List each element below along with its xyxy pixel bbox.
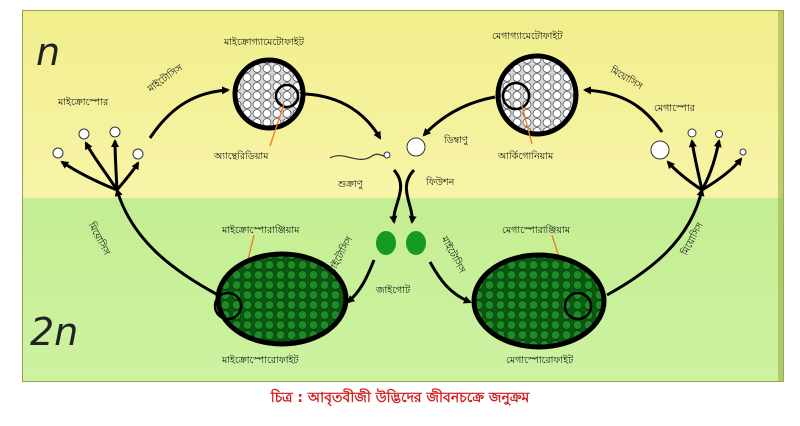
sperm-label: শুক্রাণু (338, 179, 363, 190)
microgametophyte-cell (232, 57, 306, 131)
microsporophyte-ellipse (213, 251, 349, 347)
fusion-label: ফিউশন (426, 177, 455, 188)
antheridium-label: অ্যান্থেরিডিয়াম (214, 151, 269, 162)
megagametophyte-label: মেগাগ্যামেটোফাইট (492, 31, 563, 42)
megaspore-label: মেগাস্পোর (654, 103, 695, 114)
zygote-label: জাইগোট (376, 285, 411, 296)
figure-caption: চিত্র : আবৃতবীজী উদ্ভিদের জীবনচক্রে জনুক… (270, 390, 530, 406)
ovum-cell (406, 137, 426, 157)
archegonium-label: আর্কিগোনিয়াম (498, 151, 554, 162)
haploid-region (22, 10, 784, 198)
microsporophyte-label: মাইক্রোস্পোরোফাইট (222, 355, 299, 366)
megaspores (650, 128, 747, 160)
ovum-label: ডিম্বাণু (444, 135, 468, 146)
haploid-label: n (36, 30, 61, 74)
microgametophyte-label: মাইক্রোগ্যামেটোফাইট (224, 37, 304, 48)
megasporangium-label: মেগাস্পোরাঞ্জিয়াম (502, 225, 571, 236)
microsporangium-label: মাইক্রোস্পোরাঞ্জিয়াম (222, 225, 300, 236)
life-cycle-diagram: n 2n মাইক্রোস্পোর মাইক্রোগ্যামেটোফাইট অ্… (22, 10, 784, 382)
diploid-label: 2n (30, 310, 79, 354)
sperm-cell (329, 151, 391, 161)
diploid-region (22, 198, 784, 382)
zygote-cells (376, 231, 426, 255)
megagametophyte-cell (495, 53, 579, 137)
microspores (52, 126, 144, 160)
microspore-label: মাইক্রোস্পোর (58, 97, 109, 108)
megasporophyte-label: মেগাস্পোরোফাইট (506, 355, 574, 366)
megasporophyte-ellipse (471, 252, 607, 350)
